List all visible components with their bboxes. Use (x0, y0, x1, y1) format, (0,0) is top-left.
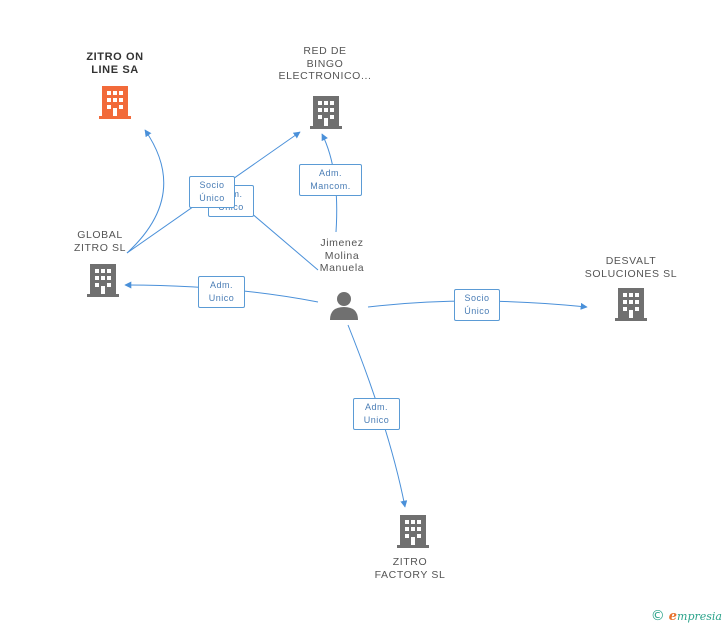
building-icon[interactable] (87, 264, 119, 297)
relation-box-socio-unico-desvalt[interactable]: Socio Único (454, 289, 500, 321)
relation-box-adm-mancom[interactable]: Adm. Mancom. (299, 164, 362, 196)
building-icon[interactable] (310, 96, 342, 129)
relation-box-socio-unico[interactable]: Socio Único (189, 176, 235, 208)
node-label-person[interactable]: Jimenez Molina Manuela (319, 237, 365, 274)
building-icon[interactable] (397, 515, 429, 548)
building-icon[interactable] (99, 86, 131, 119)
node-label-global-zitro[interactable]: GLOBAL ZITRO SL (73, 229, 127, 254)
node-label-desvalt[interactable]: DESVALT SOLUCIONES SL (584, 255, 678, 280)
relation-box-adm-unico-global[interactable]: Adm. Unico (198, 276, 245, 308)
edge-global-to-zitro-online (126, 129, 165, 254)
building-icon[interactable] (615, 288, 647, 321)
empresia-footer: ©empresia (651, 608, 722, 624)
person-icon[interactable] (330, 292, 358, 320)
brand-name: mpresia (677, 610, 722, 623)
node-label-zitro-online[interactable]: ZITRO ON LINE SA (86, 51, 144, 76)
copyright-symbol: © (650, 608, 665, 624)
node-label-zitro-factory[interactable]: ZITRO FACTORY SL (374, 556, 446, 581)
brand-initial: e (668, 609, 678, 624)
node-label-red-bingo[interactable]: RED DE BINGO ELECTRONICO... (278, 45, 372, 82)
relation-box-adm-unico-factory[interactable]: Adm. Unico (353, 398, 400, 430)
